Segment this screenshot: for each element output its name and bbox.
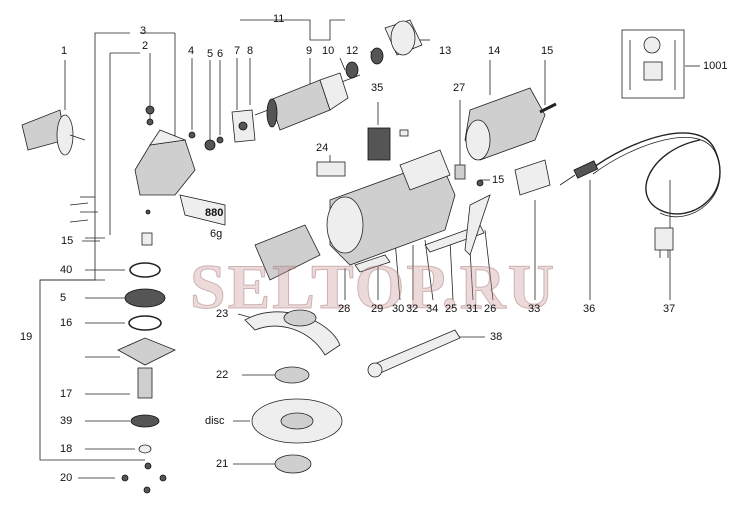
part-label-33	[514, 159, 551, 196]
label-32: 32	[406, 303, 419, 315]
label-4: 4	[188, 45, 195, 57]
label-9: 9	[306, 45, 313, 57]
part-flange-disc-nut	[251, 366, 343, 474]
label-12: 12	[346, 45, 359, 57]
label-21: 21	[216, 458, 229, 470]
label-26: 26	[484, 303, 497, 315]
label-1001: 1001	[703, 60, 728, 72]
label-30: 30	[392, 303, 405, 315]
label-disc: disc	[205, 415, 225, 427]
label-13: 13	[439, 45, 452, 57]
label-2: 2	[142, 40, 149, 52]
label-33: 33	[528, 303, 541, 315]
part-stator	[254, 224, 321, 281]
label-35: 35	[371, 82, 384, 94]
label-23: 23	[216, 308, 229, 320]
label-grease-qty: 880	[205, 207, 224, 219]
label-grease-weight: 6g	[210, 228, 223, 240]
label-34: 34	[426, 303, 439, 315]
label-24: 24	[316, 142, 329, 154]
part-side-handle	[21, 109, 86, 156]
label-7: 7	[234, 45, 241, 57]
part-label-plate	[316, 161, 346, 177]
label-5-gear: 5	[60, 292, 67, 304]
part-power-cable	[559, 132, 721, 258]
label-1: 1	[61, 45, 68, 57]
label-37: 37	[663, 303, 676, 315]
part-rear-cover	[464, 87, 546, 161]
wiring-schematic	[621, 29, 685, 99]
part-small-fasteners	[69, 105, 224, 246]
label-39: 39	[60, 415, 73, 427]
part-motor-housing	[326, 149, 456, 266]
part-grease-tube	[179, 194, 226, 226]
label-17: 17	[60, 388, 73, 400]
part-bearing-plate	[231, 109, 256, 143]
label-10: 10	[322, 45, 335, 57]
label-15-mid: 15	[492, 174, 505, 186]
label-40: 40	[60, 264, 73, 276]
label-29: 29	[371, 303, 384, 315]
label-28: 28	[338, 303, 351, 315]
label-15-left: 15	[61, 235, 74, 247]
label-20: 20	[60, 472, 73, 484]
label-31: 31	[466, 303, 479, 315]
label-22: 22	[216, 369, 229, 381]
label-11: 11	[273, 13, 285, 25]
label-5: 5	[207, 48, 214, 60]
label-3: 3	[140, 25, 147, 37]
part-insulating-strips	[354, 194, 491, 273]
watermark-text: SELTOP.RU	[189, 251, 557, 323]
part-gear-stack	[117, 262, 176, 494]
part-bearings	[345, 47, 384, 79]
label-27: 27	[453, 82, 466, 94]
label-8: 8	[247, 45, 254, 57]
label-38: 38	[490, 331, 503, 343]
label-6: 6	[217, 48, 224, 60]
part-switch	[367, 127, 409, 161]
label-14: 14	[488, 45, 501, 57]
part-gear-housing	[134, 129, 196, 196]
part-fan-baffle	[384, 19, 423, 56]
part-nut-27	[454, 164, 484, 187]
label-25: 25	[445, 303, 458, 315]
label-16: 16	[60, 317, 73, 329]
part-screw-15	[539, 102, 557, 114]
part-wheel-guard	[244, 309, 341, 356]
label-19: 19	[20, 331, 33, 343]
part-pin-spanner	[367, 329, 461, 378]
part-armature	[254, 72, 361, 131]
label-36: 36	[583, 303, 596, 315]
label-15-top: 15	[541, 45, 554, 57]
label-18: 18	[60, 443, 73, 455]
